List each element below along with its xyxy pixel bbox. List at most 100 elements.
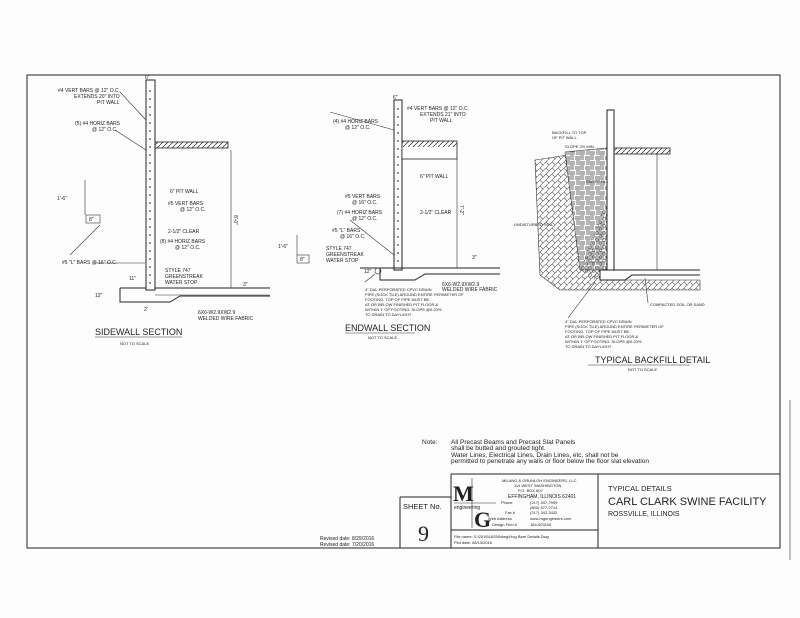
sidewall-label: (8) #4 HORIZ BARS bbox=[160, 239, 206, 245]
backfill-label: COMPACTED SOIL OR SAND bbox=[650, 302, 705, 307]
endwall-label: @ 16" O.C. bbox=[340, 234, 365, 240]
drain-note: WITHIN 1' OF FOOTING. SLOPE @0.20% bbox=[365, 307, 442, 312]
endwall-label: 6" PIT WALL bbox=[420, 174, 449, 180]
endwall-footing bbox=[360, 267, 500, 281]
backfill-scale: NOT TO SCALE bbox=[628, 367, 657, 372]
contact-label: Design Firm # bbox=[492, 522, 518, 527]
contact-value: www.mgengineers.com bbox=[530, 516, 572, 521]
drain-note: FOOTING. TOP OF PIPE MUST BE bbox=[565, 329, 629, 334]
sidewall-footing bbox=[119, 287, 270, 303]
dimension: 1'-6" bbox=[57, 196, 67, 202]
endwall-label: 2-1/2" CLEAR bbox=[420, 210, 452, 216]
note-label: Note: bbox=[422, 439, 438, 446]
endwall-title: ENDWALL SECTION bbox=[345, 323, 430, 333]
drain-note: AT OR BELOW FINISHED PIT FLOOR & bbox=[365, 302, 438, 307]
drain-note: 4" DIA. PERFORATED CPVC DRAIN bbox=[365, 287, 432, 292]
firm-name: MILANO & GRUNLOH ENGINEERS, LLC bbox=[502, 478, 577, 483]
sidewall-label: WATER STOP bbox=[165, 280, 198, 286]
dimension: 7'-2" bbox=[458, 205, 464, 215]
dimension: 11" bbox=[129, 276, 136, 282]
project-type: TYPICAL DETAILS bbox=[608, 484, 672, 493]
contact-value: (217) 347-7999 bbox=[530, 500, 558, 505]
sidewall-label: #5 "L" BARS @ 16" O.C. bbox=[62, 260, 117, 266]
backfill-label: SLOPE 2% MIN. bbox=[565, 144, 595, 149]
drain-note: 4" DIA. PERFORATED CPVC DRAIN bbox=[565, 319, 632, 324]
backfill-label: OF PIT WALL bbox=[552, 135, 577, 140]
sidewall-label: 6" PIT WALL bbox=[170, 189, 199, 195]
endwall-label: GREENSTREAK bbox=[326, 252, 364, 258]
drain-pipe bbox=[374, 267, 382, 275]
sidewall-title: SIDEWALL SECTION bbox=[95, 327, 182, 337]
drain-note: PIPE (SOCK TILE) AROUND ENTIRE PERIMETER… bbox=[565, 324, 664, 329]
contact-label: Phone bbox=[501, 500, 513, 505]
undisturbed-soil bbox=[534, 149, 701, 291]
endwall-label: PIT WALL bbox=[430, 118, 453, 124]
dimension: 8" bbox=[300, 257, 305, 263]
note-line: shall be butted and grouted tight. bbox=[451, 445, 546, 452]
sidewall-label: WELDED WIRE FABRIC bbox=[198, 316, 254, 322]
dimension: 6" bbox=[145, 75, 150, 81]
sidewall-label: EXTENDS 20" INTO bbox=[74, 94, 120, 100]
sidewall-scale: NOT TO SCALE bbox=[120, 341, 149, 346]
revised-date: Revised date: 8/29/2016 bbox=[320, 536, 374, 542]
dimension: 8'-0" bbox=[232, 215, 238, 225]
drain-note: FOOTING. TOP OF PIPE MUST BE bbox=[365, 297, 429, 302]
endwall-label: 6X6-W2.9XW2.9 bbox=[442, 282, 479, 288]
backfill-label: BACKFILL TO TOP bbox=[552, 130, 587, 135]
endwall-wall bbox=[393, 99, 403, 271]
gravel-fill bbox=[580, 200, 607, 280]
backfill-wall bbox=[606, 109, 615, 281]
note-line: Water Lines, Electrical Lines, Drain Lin… bbox=[451, 452, 619, 459]
endwall-label: #5 VERT BARS bbox=[345, 194, 381, 200]
title-block: Revised date: 8/29/2016 Revised date: 7/… bbox=[27, 473, 780, 549]
endwall-label: (7) #4 HORIZ BARS bbox=[337, 210, 383, 216]
endwall-section: #4 VERT BARS @ 12" O.C. EXTENDS 21" INTO… bbox=[278, 95, 500, 340]
contact-label: Fax # bbox=[505, 510, 516, 515]
sidewall-label: PIT WALL bbox=[97, 100, 120, 106]
endwall-scale: NOT TO SCALE bbox=[368, 335, 397, 340]
dimension: 2' bbox=[144, 307, 148, 313]
dimension: 8" bbox=[89, 217, 94, 223]
svg-text:M: M bbox=[453, 481, 474, 506]
general-note: Note: All Precast Beams and Precast Slat… bbox=[422, 439, 649, 465]
sidewall-label: (5) #4 HORIZ BARS bbox=[75, 121, 121, 127]
endwall-label: (4) #4 HORIZ BARS bbox=[333, 119, 379, 125]
drain-note: AT OR BELOW FINISHED PIT FLOOR & bbox=[565, 334, 638, 339]
drain-note: TO DRAIN TO DAYLIGHT bbox=[565, 344, 612, 349]
endwall-label: STYLE 747 bbox=[326, 246, 352, 252]
sidewall-label: 6X6-W2.9XW2.9 bbox=[198, 310, 235, 316]
endwall-label: #4 VERT BARS @ 12" O.C. bbox=[407, 106, 469, 112]
contact-label: Web Address bbox=[488, 516, 512, 521]
sidewall-label: @ 12" O.C. bbox=[92, 127, 117, 133]
backfill-title: TYPICAL BACKFILL DETAIL bbox=[595, 355, 710, 365]
firm-address: 114 WEST WASHINGTON bbox=[514, 483, 562, 488]
sidewall-label: @ 12" O.C. bbox=[175, 245, 200, 251]
endwall-label: EXTENDS 21" INTO bbox=[420, 112, 466, 118]
file-name: File name: S:\2016\16258\dwg\Hog Barn De… bbox=[454, 534, 549, 539]
sidewall-label: 2-1/2" CLEAR bbox=[168, 229, 200, 235]
dimension: 6" bbox=[393, 95, 398, 101]
firm-logo: M G engineering bbox=[453, 478, 496, 532]
dimension: 12" bbox=[364, 269, 372, 275]
sidewall-label: @ 12" O.C. bbox=[180, 207, 205, 213]
drain-note: PIPE (SOCK TILE) AROUND ENTIRE PERIMETER… bbox=[365, 292, 464, 297]
contact-value: 184-003106 bbox=[530, 522, 552, 527]
endwall-label: @ 16" O.C. bbox=[352, 200, 377, 206]
endwall-label: @ 12" O.C. bbox=[345, 125, 370, 131]
backfill-detail: BACKFILL TO TOP OF PIT WALL SLOPE 2% MIN… bbox=[514, 109, 710, 372]
sidewall-slat bbox=[154, 141, 229, 149]
dimension: 12" bbox=[95, 293, 103, 299]
dimension: 3" bbox=[472, 255, 477, 261]
sidewall-label: #5 VERT BARS bbox=[168, 201, 204, 207]
plot-date: Plot date: 08/13/2016 bbox=[454, 540, 493, 545]
backfill-label: UNDISTURBED SOIL bbox=[514, 222, 554, 227]
sidewall-label: STYLE 747 bbox=[165, 268, 191, 274]
note-line: permitted to penetrate any walls or floo… bbox=[451, 458, 649, 465]
endwall-label: WATER STOP bbox=[326, 258, 359, 264]
sidewall-wall bbox=[145, 79, 156, 291]
dimension: 1'-6" bbox=[278, 244, 288, 250]
dimension: 3" bbox=[243, 282, 248, 288]
sidewall-section: #4 VERT BARS @ 12" O.C. EXTENDS 20" INTO… bbox=[57, 75, 270, 346]
